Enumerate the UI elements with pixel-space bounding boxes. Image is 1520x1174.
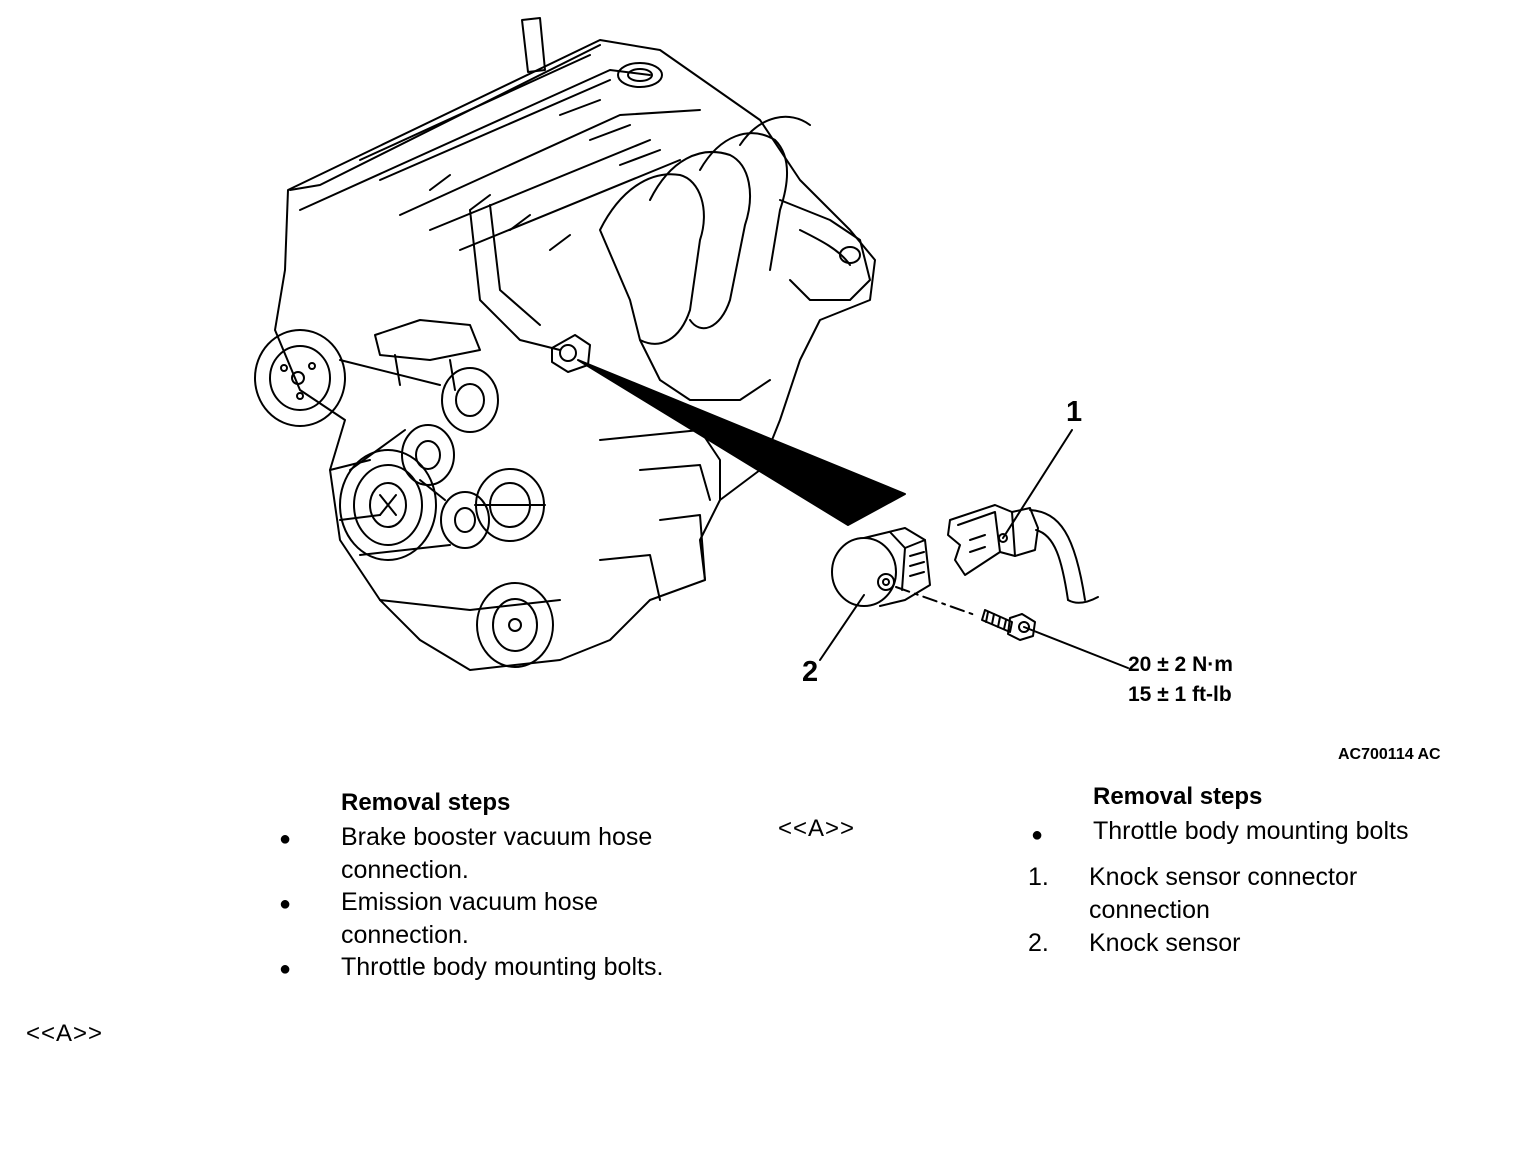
list-item-line: Knock sensor [1089, 929, 1241, 957]
engine-block-drawing [274, 17, 876, 671]
list-item: ● Throttle body mounting bolts. [279, 951, 761, 984]
left-removal-steps-list: ● Brake booster vacuum hose connection. … [279, 821, 761, 984]
left-reference-mark: <<A>> [26, 1020, 103, 1048]
list-item-line: Throttle body mounting bolts [1093, 817, 1409, 845]
list-item-line: Throttle body mounting bolts. [341, 953, 664, 981]
leader-line-1 [1002, 429, 1073, 539]
list-item: ● Throttle body mounting bolts [1031, 815, 1513, 848]
bolt-centerline [895, 586, 976, 616]
bullet-icon: ● [1031, 824, 1044, 846]
bullet-icon: ● [279, 828, 292, 850]
callout-1-label: 1 [1066, 396, 1083, 428]
step-number: 2. [1028, 929, 1049, 957]
left-removal-steps-heading: Removal steps [341, 789, 511, 816]
bullet-icon: ● [279, 958, 292, 980]
knock-sensor-drawing [831, 527, 931, 607]
callout-2-label: 2 [802, 656, 819, 688]
torque-spec: 20 ± 2 N·m 15 ± 1 ft-lb [1128, 650, 1233, 710]
torque-imperial: 15 ± 1 ft-lb [1128, 683, 1232, 706]
list-item-line: Emission vacuum hose [341, 888, 599, 916]
list-item-line: Knock sensor connector [1089, 863, 1358, 891]
list-item-line: connection [1089, 896, 1210, 924]
figure-code: AC700114 AC [1338, 746, 1441, 763]
mounting-bolt-drawing [981, 609, 1036, 641]
step-number: 1. [1028, 863, 1049, 891]
leader-line-2 [819, 594, 865, 661]
torque-metric: 20 ± 2 N·m [1128, 653, 1233, 676]
middle-reference-mark: <<A>> [778, 815, 855, 843]
leader-line-torque [1023, 626, 1129, 669]
reference-mark-text: <<A>> [26, 1020, 104, 1047]
reference-mark-text: <<A>> [778, 815, 856, 842]
list-item: ● Brake booster vacuum hose connection. [279, 821, 761, 886]
bullet-icon: ● [279, 893, 292, 915]
pulleys-drawing [254, 329, 554, 668]
list-item: 2. Knock sensor [1028, 927, 1509, 960]
list-item-line: connection. [341, 921, 469, 949]
right-bullet-list: ● Throttle body mounting bolts [1031, 815, 1513, 848]
engine-knock-sensor-illustration [254, 17, 1129, 671]
right-numbered-list: 1. Knock sensor connector connection 2. … [1028, 861, 1509, 960]
list-item: 1. Knock sensor connector connection [1028, 861, 1509, 927]
list-item-line: Brake booster vacuum hose [341, 823, 653, 851]
detail-pointer-wedge [577, 359, 906, 526]
right-removal-steps-heading: Removal steps [1093, 783, 1263, 810]
list-item-line: connection. [341, 856, 469, 884]
list-item: ● Emission vacuum hose connection. [279, 886, 761, 951]
connector-harness-drawing [947, 504, 1099, 604]
